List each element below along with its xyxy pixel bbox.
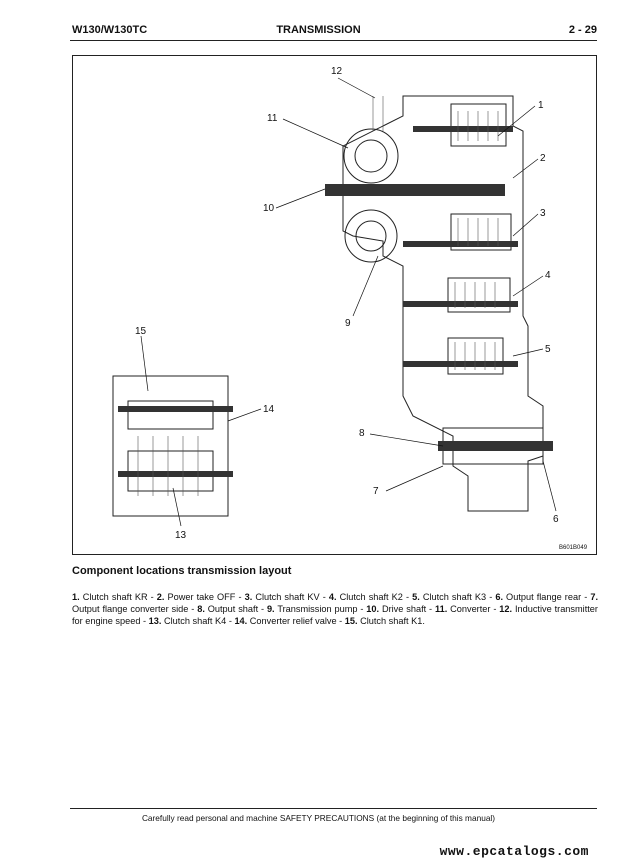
- footer-safety-text: Carefully read personal and machine SAFE…: [141, 813, 496, 823]
- legend-text: Output flange rear -: [503, 592, 591, 602]
- legend-text: Power take OFF -: [164, 592, 245, 602]
- legend-number: 2.: [156, 592, 165, 602]
- legend-text: Clutch shaft K1.: [357, 616, 425, 626]
- converter-upper: [343, 128, 399, 184]
- legend-text: Clutch shaft K2 -: [336, 592, 413, 602]
- legend-text: Inductive transmitter for engine speed -: [72, 604, 598, 626]
- callout-3: 3: [540, 208, 546, 219]
- callout-10: 10: [263, 203, 275, 214]
- callout-9: 9: [345, 318, 351, 329]
- secondary-housing-outline: [112, 375, 229, 517]
- legend-number: 8.: [197, 604, 205, 614]
- legend-number: 15.: [344, 616, 358, 626]
- legend-number: 1.: [72, 592, 80, 602]
- footer-rule: [70, 808, 597, 809]
- caption-legend: 1. Clutch shaft KR - 2. Power take OFF -…: [72, 591, 598, 627]
- transmission-figure: 1 2 3 4 5 6 7 8 9 10 11 12 13 14 15 B601…: [72, 55, 597, 555]
- legend-text: Converter relief valve -: [247, 616, 345, 626]
- legend-number: 14.: [234, 616, 248, 626]
- callout-13: 13: [175, 530, 187, 541]
- legend-number: 4.: [328, 592, 337, 602]
- callout-2: 2: [540, 153, 546, 164]
- figure-callouts: 1 2 3 4 5 6 7 8 9 10 11 12 13 14 15: [135, 66, 559, 541]
- legend-text: Clutch shaft K4 -: [161, 616, 235, 626]
- legend-number: 9.: [266, 604, 275, 614]
- callout-14: 14: [263, 404, 275, 415]
- legend-text: Transmission pump -: [274, 604, 367, 614]
- legend-number: 3.: [244, 592, 253, 602]
- callout-5: 5: [545, 344, 551, 355]
- header-page-number: 2 - 29: [568, 24, 597, 36]
- shaft-k3: [403, 361, 518, 367]
- legend-text: Output shaft -: [204, 604, 267, 614]
- figure-code: B601B049: [559, 545, 588, 551]
- legend-text: Output flange converter side -: [72, 604, 198, 614]
- drive-shaft: [325, 184, 505, 196]
- header-section-title: TRANSMISSION: [276, 24, 361, 36]
- header-model: W130/W130TC: [72, 24, 148, 36]
- legend-text: Drive shaft -: [379, 604, 435, 614]
- output-shaft: [438, 441, 553, 451]
- header-rule: [70, 40, 597, 41]
- legend-number: 13.: [148, 616, 162, 626]
- clutch-pack-kv: [450, 213, 512, 251]
- shaft-k4: [118, 471, 233, 477]
- callout-1: 1: [538, 100, 544, 111]
- clutch-pack-k3: [447, 337, 504, 375]
- callout-15: 15: [135, 326, 147, 337]
- legend-number: 10.: [366, 604, 380, 614]
- clutch-pack-k2: [447, 277, 511, 313]
- callout-7: 7: [373, 486, 379, 497]
- legend-text: Clutch shaft KR -: [79, 592, 157, 602]
- legend-number: 5.: [412, 592, 420, 602]
- callout-11: 11: [267, 113, 278, 124]
- clutch-pack-k1: [127, 400, 214, 430]
- legend-number: 12.: [499, 604, 513, 614]
- legend-number: 6.: [495, 592, 503, 602]
- callout-8: 8: [359, 428, 365, 439]
- caption-title: Component locations transmission layout: [72, 565, 292, 577]
- shaft-kr: [413, 126, 513, 132]
- main-housing-outline: [342, 95, 544, 512]
- converter-lower: [344, 209, 398, 263]
- legend-text: Clutch shaft K3 -: [419, 592, 496, 602]
- shaft-k1: [118, 406, 233, 412]
- legend-number: 11.: [434, 604, 448, 614]
- legend-text: Converter -: [447, 604, 500, 614]
- transmission-drawing: 1 2 3 4 5 6 7 8 9 10 11 12 13 14 15 B601…: [112, 66, 588, 551]
- legend-number: 7.: [590, 592, 598, 602]
- callout-12: 12: [331, 66, 343, 77]
- clutch-pack-kr: [450, 103, 507, 147]
- legend-text: Clutch shaft KV -: [252, 592, 329, 602]
- callout-6: 6: [553, 514, 559, 525]
- shaft-k2: [403, 301, 518, 307]
- shaft-kv: [403, 241, 518, 247]
- callout-4: 4: [545, 270, 551, 281]
- watermark-text: www.epcatalogs.com: [439, 844, 589, 859]
